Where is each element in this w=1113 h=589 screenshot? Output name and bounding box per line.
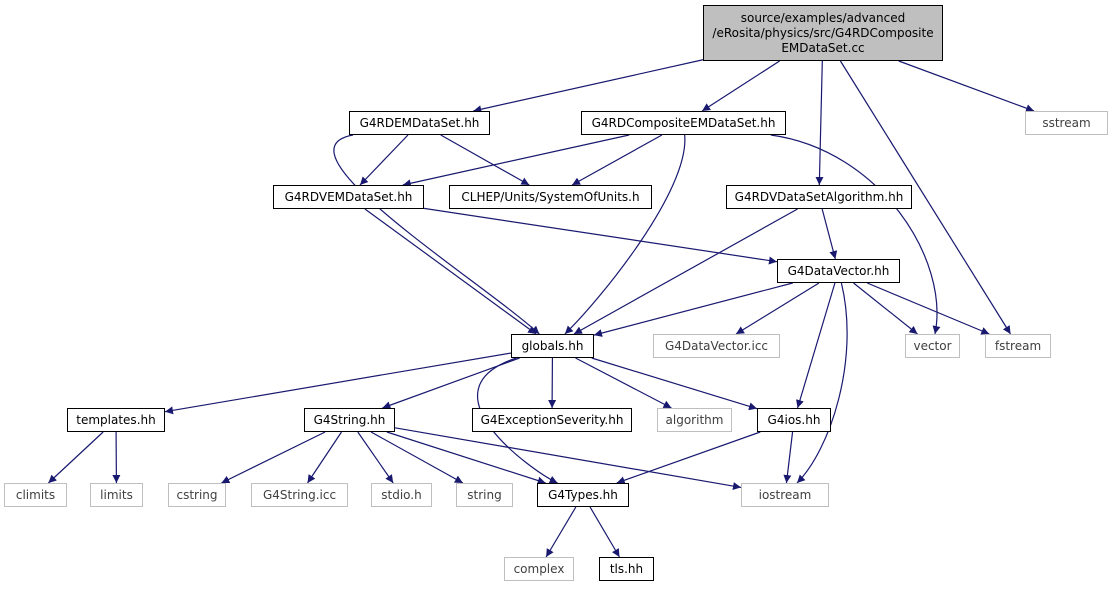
- edge-g4rdcomp-to-clhep: [571, 134, 663, 186]
- edge-root-to-g4rdcomp: [701, 60, 780, 112]
- node-tlshh[interactable]: tls.hh: [599, 557, 654, 581]
- node-g4dvicc: G4DataVector.icc: [653, 334, 780, 358]
- node-stdioh: stdio.h: [371, 483, 432, 507]
- edge-g4datavec-to-vector: [853, 282, 918, 335]
- edge-globals-to-g4ios: [591, 357, 758, 411]
- node-climits: climits: [4, 483, 67, 507]
- edge-g4string-to-string: [370, 431, 464, 484]
- node-cstring: cstring: [168, 483, 226, 507]
- node-algorithm: algorithm: [657, 408, 732, 432]
- node-label: G4DataVector.hh: [787, 263, 890, 278]
- node-label: string: [467, 487, 502, 502]
- edge-templates-to-climits: [47, 431, 104, 484]
- node-sstream: sstream: [1025, 111, 1108, 135]
- edge-root-to-g4rdvalg: [815, 60, 824, 186]
- node-label: G4String.icc: [262, 487, 337, 502]
- node-g4ios[interactable]: G4ios.hh: [757, 408, 831, 432]
- node-vector: vector: [905, 334, 960, 358]
- node-globals[interactable]: globals.hh: [511, 334, 594, 358]
- edge-root-to-g4rdem: [473, 59, 704, 114]
- node-root[interactable]: source/examples/advanced /eRosita/physic…: [703, 5, 943, 61]
- edge-g4rdem-to-g4rdvem: [359, 134, 409, 186]
- node-g4string[interactable]: G4String.hh: [304, 408, 395, 432]
- node-label: G4ExceptionSeverity.hh: [480, 412, 624, 427]
- edge-g4string-to-g4stricc: [307, 431, 342, 484]
- edge-g4string-to-stdioh: [357, 431, 394, 484]
- edge-root-to-fstream: [839, 60, 1012, 335]
- node-label: G4ios.hh: [767, 412, 821, 427]
- edge-g4datavec-to-fstream: [866, 282, 990, 335]
- node-string: string: [456, 483, 513, 507]
- edge-globals-to-algorithm: [575, 357, 672, 409]
- edge-g4string-to-g4types: [386, 431, 546, 485]
- edge-g4rdvalg-to-globals: [573, 208, 798, 335]
- node-label: algorithm: [665, 412, 724, 427]
- node-g4rdem[interactable]: G4RDEMDataSet.hh: [349, 111, 490, 135]
- node-label: complex: [513, 561, 565, 576]
- edge-layer: [47, 59, 1035, 558]
- edge-g4rdcomp-to-vector: [770, 134, 941, 335]
- node-label: G4String.hh: [313, 412, 386, 427]
- node-label: G4RDVDataSetAlgorithm.hh: [734, 189, 904, 204]
- node-label: stdio.h: [381, 487, 422, 502]
- edge-g4types-to-tlshh: [589, 506, 620, 558]
- node-label: climits: [15, 487, 56, 502]
- node-g4excsev[interactable]: G4ExceptionSeverity.hh: [472, 408, 632, 432]
- node-g4rdcomp[interactable]: G4RDCompositeEMDataSet.hh: [581, 111, 786, 135]
- edge-g4ios-to-iostream: [783, 431, 794, 484]
- edge-g4types-to-complex: [545, 506, 577, 558]
- edge-g4string-to-iostream: [394, 427, 742, 491]
- node-label: G4Types.hh: [548, 487, 618, 502]
- node-label: G4RDEMDataSet.hh: [359, 115, 480, 130]
- node-limits: limits: [90, 483, 143, 507]
- node-g4types[interactable]: G4Types.hh: [537, 483, 629, 507]
- node-label: iostream: [758, 487, 812, 502]
- node-label: vector: [913, 338, 952, 353]
- edge-g4rdem-to-globals: [333, 134, 540, 335]
- node-label: cstring: [176, 487, 218, 502]
- node-label: G4RDCompositeEMDataSet.hh: [591, 115, 776, 130]
- edge-g4rdcomp-to-globals: [564, 134, 686, 335]
- edge-g4rdvem-to-g4datavec: [423, 207, 778, 265]
- node-label: tls.hh: [609, 561, 644, 576]
- edge-g4datavec-to-globals: [593, 282, 793, 337]
- edge-g4rdvalg-to-g4datavec: [821, 208, 838, 260]
- edge-g4datavec-to-iostream: [796, 282, 848, 484]
- node-label: templates.hh: [76, 412, 156, 427]
- node-label: fstream: [994, 338, 1042, 353]
- node-label: globals.hh: [521, 338, 584, 353]
- edge-g4string-to-cstring: [221, 431, 326, 484]
- edge-g4rdcomp-to-g4rdvem: [402, 134, 630, 188]
- edge-g4rdem-to-clhep: [440, 134, 530, 186]
- node-g4stricc: G4String.icc: [251, 483, 348, 507]
- edge-g4datavec-to-g4ios: [796, 282, 836, 409]
- node-label: source/examples/advanced /eRosita/physic…: [712, 10, 934, 55]
- node-label: G4RDVEMDataSet.hh: [284, 189, 413, 204]
- node-label: G4DataVector.icc: [664, 338, 769, 353]
- node-g4rdvalg[interactable]: G4RDVDataSetAlgorithm.hh: [726, 185, 912, 209]
- edge-g4ios-to-g4types: [616, 431, 761, 485]
- node-fstream: fstream: [985, 334, 1051, 358]
- node-label: CLHEP/Units/SystemOfUnits.h: [461, 189, 640, 204]
- node-templates[interactable]: templates.hh: [67, 408, 165, 432]
- node-iostream: iostream: [741, 483, 829, 507]
- node-label: sstream: [1042, 115, 1091, 130]
- node-g4rdvem[interactable]: G4RDVEMDataSet.hh: [273, 185, 424, 209]
- edge-g4rdvem-to-globals: [364, 208, 537, 335]
- edge-g4datavec-to-g4dvicc: [735, 282, 820, 335]
- node-complex: complex: [504, 557, 574, 581]
- edge-root-to-sstream: [898, 60, 1035, 112]
- edge-globals-to-templates: [164, 352, 512, 415]
- node-clhep[interactable]: CLHEP/Units/SystemOfUnits.h: [449, 185, 652, 209]
- node-g4datavec[interactable]: G4DataVector.hh: [777, 259, 900, 283]
- node-label: limits: [100, 487, 133, 502]
